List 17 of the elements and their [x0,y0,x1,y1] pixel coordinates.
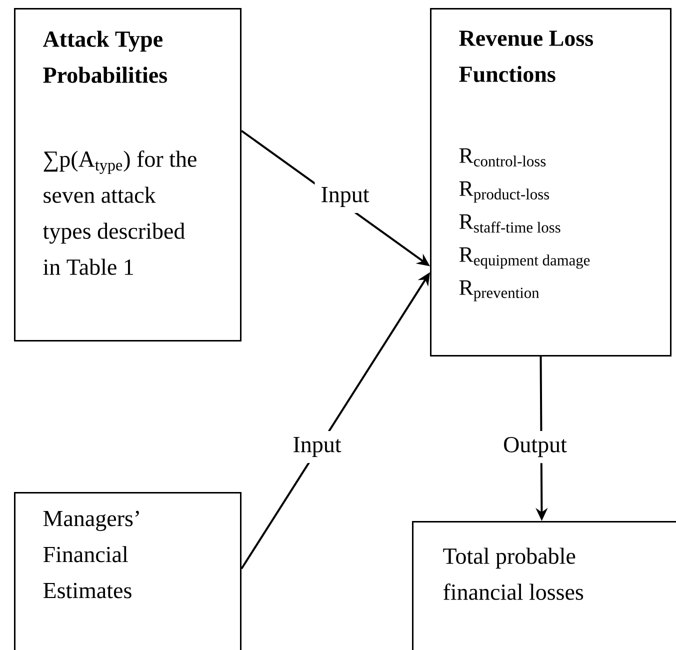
heading: Attack Type Probabilities [42,30,168,83]
box-text: Managers’ Financial Estimates [43,510,139,598]
function-name: $\text{R}_{\text{product-loss}}$ [459,181,550,203]
box-text: Total probable financial losses [443,548,584,600]
process-box [14,492,242,650]
function-name: $\text{R}_{\text{staff-time loss}}$ [459,214,560,233]
function-name: $\text{R}_{\text{control-loss}}$ [459,148,546,166]
process-box [14,8,242,342]
edge-label: Output [497,430,573,464]
heading: Revenue Loss Functions [459,30,593,82]
process-box [412,521,676,650]
edge-label: Input [314,181,376,213]
function-name: $\text{R}_{\text{prevention}}$ [459,280,540,302]
edge-label: Input [286,431,348,463]
function-name: $\text{R}_{\text{equipment damage}}$ [459,247,590,269]
box-text: ∑p(A$_{type}$) for the seven attack types described in Table 1 [42,150,196,275]
process-box [430,8,672,356]
